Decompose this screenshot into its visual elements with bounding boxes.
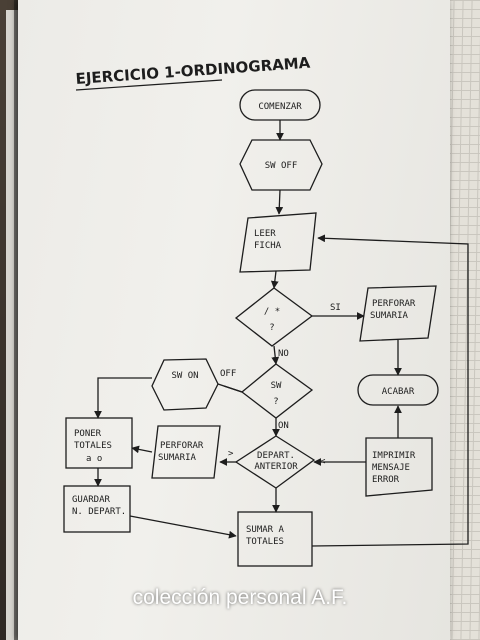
acabar-label: ACABAR xyxy=(382,387,415,397)
edge-label-less: < xyxy=(320,457,326,467)
leer-ficha-label-1: LEER xyxy=(254,229,276,239)
decision-sw-label-1: SW xyxy=(271,381,282,391)
guardar-label-2: N. DEPART. xyxy=(72,507,126,517)
sw-on-label: SW ON xyxy=(171,371,198,381)
decision-slash-label-2: ? xyxy=(269,323,274,333)
decision-slash-label-1: / * xyxy=(264,307,280,317)
imprimir-mensaje-document xyxy=(365,437,433,497)
poner-totales-label-3: a o xyxy=(86,454,102,464)
leer-ficha-label-2: FICHA xyxy=(254,241,282,251)
edge-label-on: ON xyxy=(278,421,289,431)
depart-label-1: DEPART. xyxy=(257,451,295,461)
sumar-label-1: SUMAR A xyxy=(246,525,285,535)
diagram-title: EJERCICIO 1-ORDINOGRAMA xyxy=(75,54,311,88)
perforar-right-label-2: SUMARIA xyxy=(370,311,409,321)
sw-off-preparation xyxy=(239,139,323,191)
perforar-left-label-1: PERFORAR xyxy=(160,441,204,451)
title-underline xyxy=(75,79,223,91)
comenzar-label: COMENZAR xyxy=(258,102,302,112)
photo-caption: colección personal A.F. xyxy=(132,586,348,609)
sw-on-preparation xyxy=(151,358,219,411)
poner-totales-label-1: PONER xyxy=(74,429,102,439)
perforar-left-label-2: SUMARIA xyxy=(158,453,197,463)
imprimir-label-1: IMPRIMIR xyxy=(372,451,416,461)
depart-label-2: ANTERIOR xyxy=(254,462,298,472)
sumar-label-2: TOTALES xyxy=(246,537,284,547)
edge-label-no: NO xyxy=(278,349,289,359)
edge-label-greater: > xyxy=(228,449,234,459)
sw-off-label: SW OFF xyxy=(265,161,298,171)
decision-sw-label-2: ? xyxy=(273,397,278,407)
imprimir-label-3: ERROR xyxy=(372,475,400,485)
decision-sw xyxy=(240,363,314,419)
perforar-sumaria-left-output xyxy=(151,425,221,479)
perforar-right-label-1: PERFORAR xyxy=(372,299,416,309)
imprimir-label-2: MENSAJE xyxy=(372,463,410,473)
poner-totales-label-2: TOTALES xyxy=(74,441,112,451)
decision-slash-star xyxy=(234,287,314,347)
edge-label-off: OFF xyxy=(220,369,236,379)
guardar-label-1: GUARDAR xyxy=(72,495,111,505)
perforar-sumaria-right-output xyxy=(359,285,437,342)
read-card-input xyxy=(239,212,317,273)
edge-label-si: SI xyxy=(330,303,341,313)
